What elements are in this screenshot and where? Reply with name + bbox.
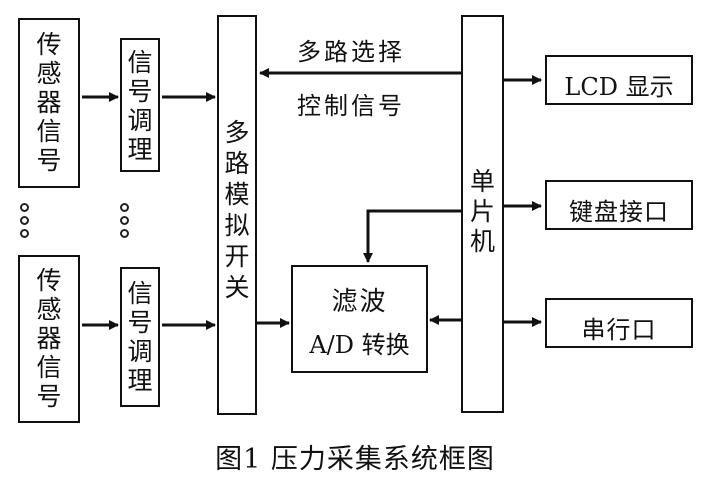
mux-select-label-line2: 控制信号: [297, 92, 405, 120]
keyboard-interface-box: 键盘接口: [545, 180, 693, 230]
figure-caption: 图1 压力采集系统框图: [215, 444, 495, 475]
ellipsis-conditioning: [120, 203, 132, 242]
ellipsis-sensors: [20, 203, 32, 242]
filter-adc-box: 滤波 A/D 转换: [291, 265, 428, 373]
signal-conditioning-box-2: 信 号 调 理: [120, 267, 160, 407]
arrow-mcu-to-filter-top: [363, 209, 461, 263]
lcd-display-box: LCD 显示: [545, 55, 693, 105]
analog-multiplexer-box: 多 路 模 拟 开 关: [217, 15, 257, 415]
mux-select-label-line1: 多路选择: [297, 38, 405, 66]
sensor-signal-box-1: 传 感 器 信 号: [18, 18, 80, 188]
microcontroller-box: 单 片 机: [461, 15, 504, 413]
sensor-signal-box-2: 传 感 器 信 号: [18, 255, 80, 423]
signal-conditioning-box-1: 信 号 调 理: [120, 38, 160, 172]
serial-port-box: 串行口: [545, 298, 693, 348]
